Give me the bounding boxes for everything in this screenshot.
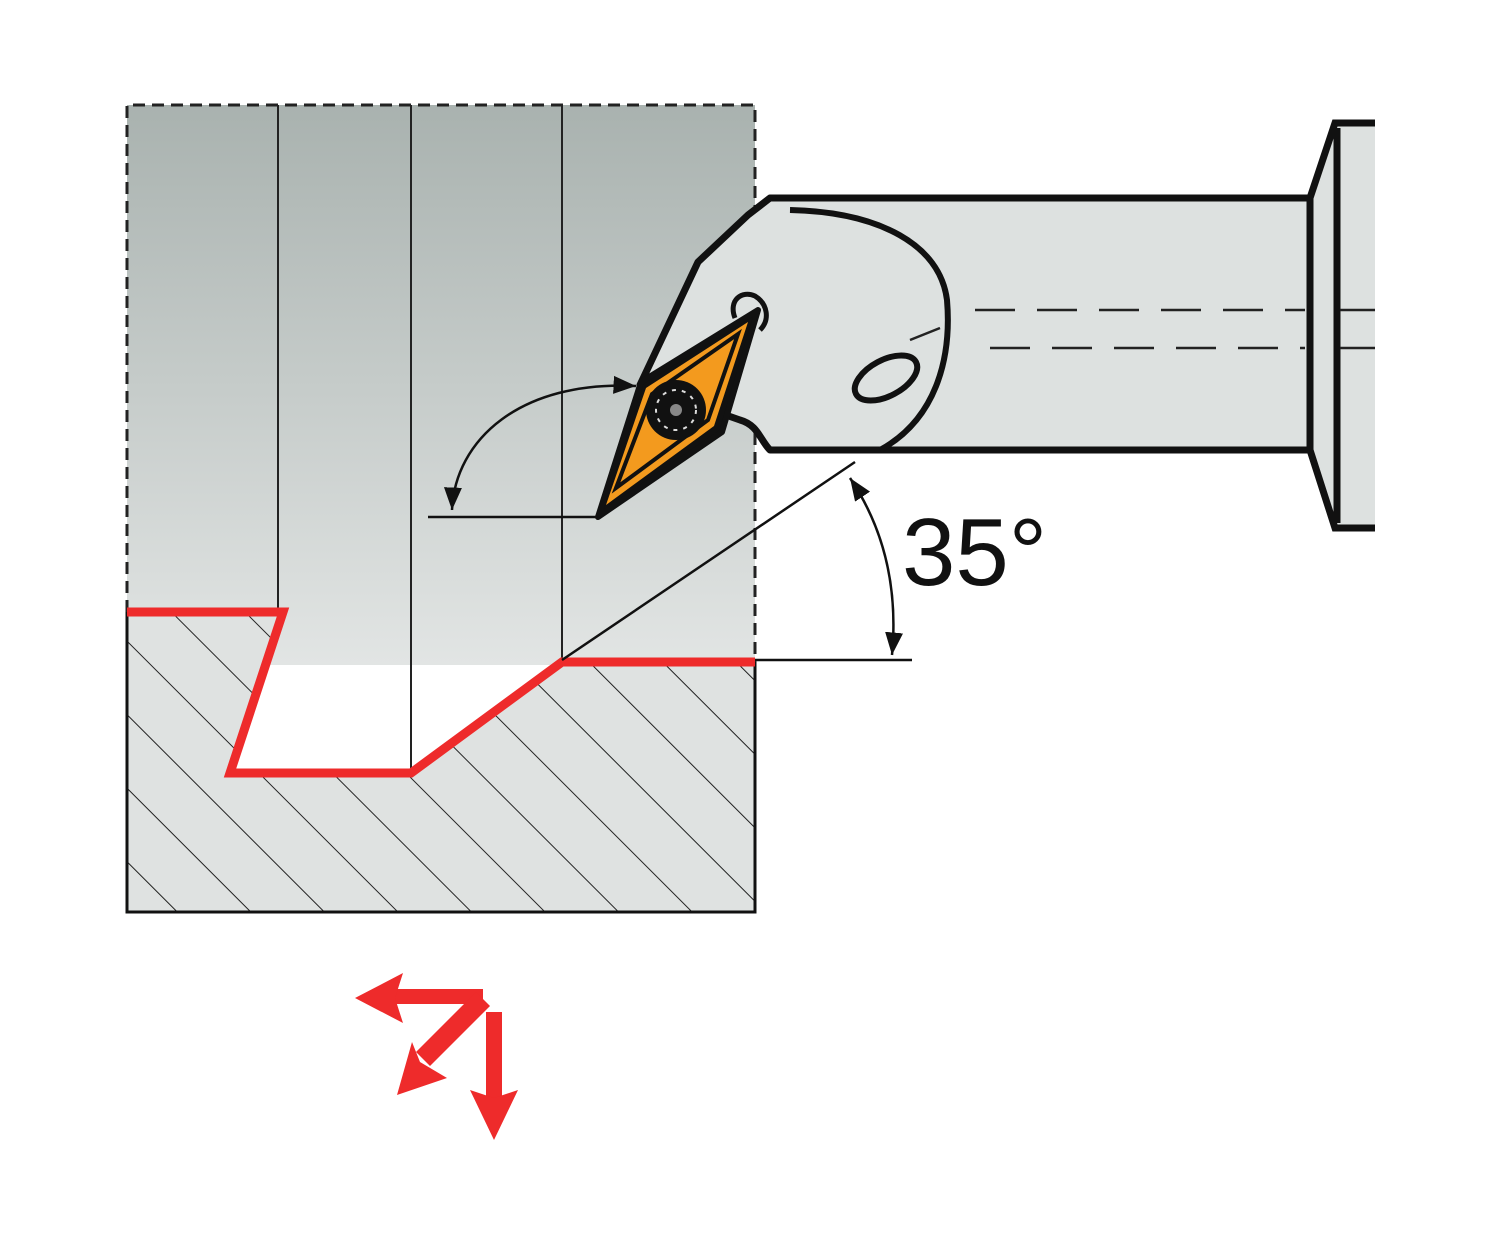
screw-center xyxy=(670,404,682,416)
cutting-insert xyxy=(595,307,761,520)
feed-directions-icon xyxy=(355,973,518,1140)
clamp-pin xyxy=(730,291,769,332)
feed-arrow-down-shaft xyxy=(486,1012,502,1104)
feed-arrow-diag-head xyxy=(397,1042,447,1095)
feed-arrow-left-shaft xyxy=(395,989,483,1004)
insert-edge xyxy=(611,328,742,494)
head-contour xyxy=(789,207,951,453)
feed-arrow-left-head xyxy=(355,973,403,1023)
machined-profile xyxy=(127,607,755,778)
insert-angle-dimension xyxy=(428,375,637,519)
workpiece xyxy=(125,103,757,914)
boring-bar xyxy=(636,119,1375,532)
angle-arc xyxy=(848,477,904,656)
feed-arrow-down-head xyxy=(470,1090,518,1140)
coolant-channel-line xyxy=(909,326,941,342)
dimension-line xyxy=(561,460,856,662)
feed-arrow-diag-shaft xyxy=(416,992,490,1066)
flange xyxy=(1310,123,1375,528)
screw-torx xyxy=(655,389,697,431)
angle-arc xyxy=(443,375,637,511)
approach-angle-dimension: 35° xyxy=(561,460,1047,662)
angle-label: 35° xyxy=(902,499,1047,606)
coolant-outlet-icon xyxy=(851,352,921,404)
bar-body xyxy=(636,194,1314,454)
flange-top-edge xyxy=(1306,119,1375,200)
workpiece-outline xyxy=(125,612,757,914)
workpiece-hatched-material xyxy=(127,612,755,912)
flange-bottom-edge xyxy=(1306,448,1375,532)
